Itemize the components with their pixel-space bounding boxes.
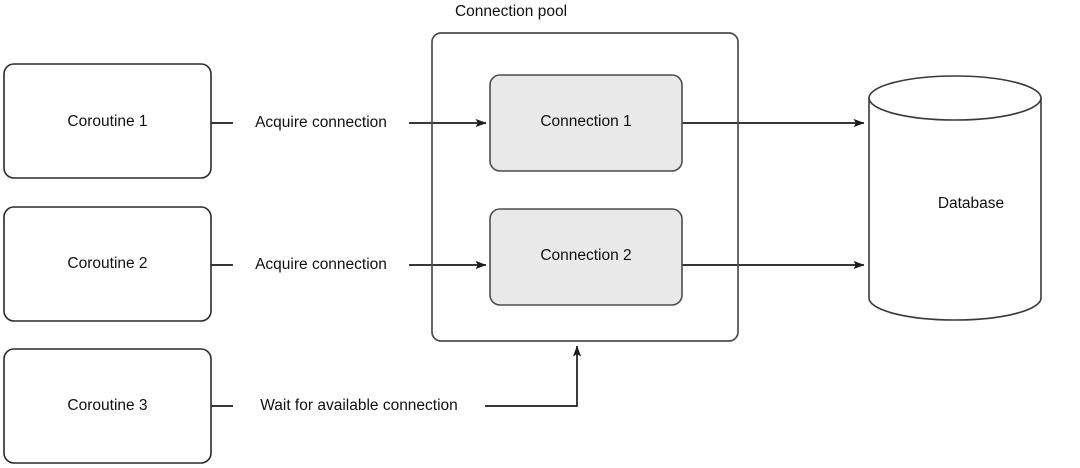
edge-acquire-connection-2: Acquire connection bbox=[211, 256, 487, 273]
node-coroutine-3[interactable]: Coroutine 3 bbox=[3, 348, 212, 464]
database-cylinder-body[interactable] bbox=[868, 97, 1042, 321]
coroutine-2-box[interactable] bbox=[3, 206, 212, 322]
database-label: Database bbox=[938, 195, 1004, 212]
node-coroutine-1[interactable]: Coroutine 1 bbox=[3, 63, 212, 179]
connection-pool-container[interactable] bbox=[431, 32, 739, 342]
node-connection-1[interactable]: Connection 1 bbox=[489, 74, 683, 172]
connection-2-label: Connection 2 bbox=[540, 247, 631, 264]
node-connection-2[interactable]: Connection 2 bbox=[489, 208, 683, 306]
edge-label-acquire-connection-1: Acquire connection bbox=[255, 114, 387, 131]
edge-acquire-connection-1: Acquire connection bbox=[211, 114, 487, 131]
connection-pool-group[interactable]: Connection pool bbox=[431, 3, 739, 342]
connection-1-label: Connection 1 bbox=[540, 113, 631, 130]
edge-arrow-to-pool bbox=[485, 345, 582, 407]
coroutine-1-box[interactable] bbox=[3, 63, 212, 179]
edge-label-wait-for-available-connection: Wait for available connection bbox=[260, 397, 458, 414]
edge-wait-for-available-connection: Wait for available connection bbox=[211, 345, 582, 414]
coroutine-3-label: Coroutine 3 bbox=[67, 397, 147, 414]
database-cylinder-top[interactable] bbox=[868, 75, 1042, 121]
node-coroutine-2[interactable]: Coroutine 2 bbox=[3, 206, 212, 322]
connection-2-box[interactable] bbox=[489, 208, 683, 306]
node-database[interactable]: Database bbox=[868, 75, 1042, 321]
connection-1-box[interactable] bbox=[489, 74, 683, 172]
edge-label-acquire-connection-2: Acquire connection bbox=[255, 256, 387, 273]
coroutine-2-label: Coroutine 2 bbox=[67, 255, 147, 272]
coroutine-1-label: Coroutine 1 bbox=[67, 113, 147, 130]
connection-pool-label: Connection pool bbox=[455, 3, 567, 20]
coroutine-3-box[interactable] bbox=[3, 348, 212, 464]
